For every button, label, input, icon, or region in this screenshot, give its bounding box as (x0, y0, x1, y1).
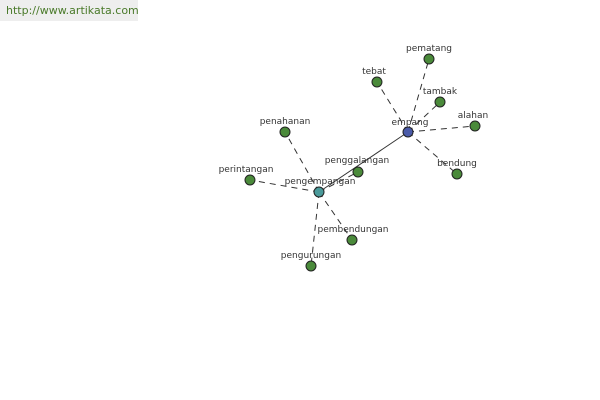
node-penahanan[interactable]: penahanan (260, 117, 311, 138)
node-label-penggalangan: penggalangan (325, 156, 390, 166)
node-perintangan[interactable]: perintangan (219, 165, 274, 186)
node-label-tambak: tambak (423, 87, 458, 97)
edge-empang-tebat (376, 81, 409, 133)
edge-empang-alahan (407, 125, 476, 133)
node-pengempangan[interactable]: pengempangan (285, 177, 356, 198)
node-dot-tambak[interactable] (434, 96, 446, 108)
node-label-tebat: tebat (362, 67, 386, 77)
edge-empang-tambak (407, 101, 441, 133)
node-label-penahanan: penahanan (260, 117, 311, 127)
edge-pengempangan-pembendungan (318, 191, 353, 241)
edge-pengempangan-penggalangan (318, 171, 359, 193)
node-label-pengurungan: pengurungan (281, 251, 341, 261)
edge-pengempangan-pengurungan (310, 191, 320, 267)
node-dot-perintangan[interactable] (244, 174, 256, 186)
node-alahan[interactable]: alahan (458, 111, 488, 132)
node-dot-pembendungan[interactable] (346, 234, 358, 246)
node-dot-pengurungan[interactable] (305, 260, 317, 272)
edge-pengempangan-penahanan (284, 131, 320, 193)
node-label-bendung: bendung (437, 159, 477, 169)
node-dot-bendung[interactable] (451, 168, 463, 180)
node-empang[interactable]: empang (392, 118, 429, 138)
edge-pengempangan-perintangan (249, 179, 320, 193)
edge-pengempangan-empang (318, 131, 409, 193)
node-dot-penggalangan[interactable] (352, 166, 364, 178)
node-dot-empang[interactable] (402, 126, 414, 138)
node-pengurungan[interactable]: pengurungan (281, 251, 341, 272)
node-label-pematang: pematang (406, 44, 452, 54)
node-penggalangan[interactable]: penggalangan (325, 156, 390, 178)
edge-empang-pematang (407, 58, 430, 133)
node-pembendungan[interactable]: pembendungan (317, 225, 389, 246)
node-dot-pematang[interactable] (423, 53, 435, 65)
node-label-alahan: alahan (458, 111, 488, 121)
node-label-pembendungan: pembendungan (317, 225, 388, 235)
node-tambak[interactable]: tambak (423, 87, 458, 108)
node-label-pengempangan: pengempangan (285, 177, 356, 187)
node-pematang[interactable]: pematang (406, 44, 452, 65)
nodes-layer: empang pengempangan pematang tebat tambak ala… (219, 44, 488, 272)
node-dot-pengempangan[interactable] (313, 186, 325, 198)
edges-layer (249, 58, 476, 267)
node-tebat[interactable]: tebat (362, 67, 386, 88)
node-label-empang: empang (392, 118, 429, 128)
node-bendung[interactable]: bendung (437, 159, 477, 180)
node-dot-tebat[interactable] (371, 76, 383, 88)
node-dot-penahanan[interactable] (279, 126, 291, 138)
node-dot-alahan[interactable] (469, 120, 481, 132)
node-label-perintangan: perintangan (219, 165, 274, 175)
site-watermark: http://www.artikata.com (0, 0, 139, 21)
